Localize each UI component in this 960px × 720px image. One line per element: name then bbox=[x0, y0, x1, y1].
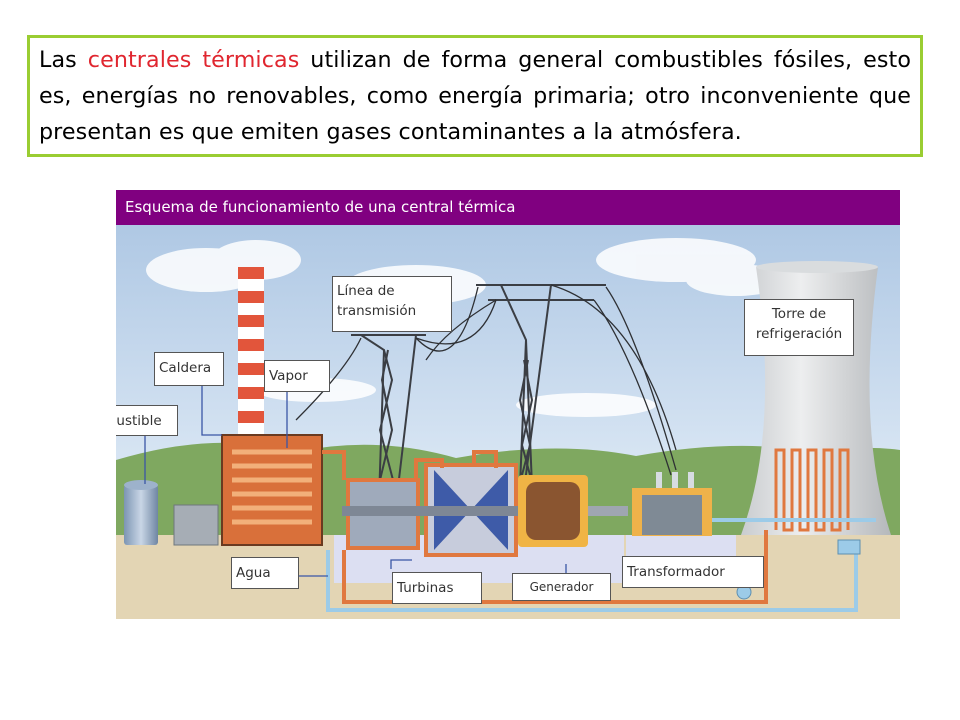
label-vapor: Vapor bbox=[264, 360, 330, 392]
cooling-coil bbox=[774, 448, 850, 532]
intro-paragraph: Las centrales térmicas utilizan de forma… bbox=[39, 42, 911, 150]
chimney bbox=[238, 267, 264, 437]
power-plant-diagram: Esquema de funcionamiento de una central… bbox=[116, 190, 900, 619]
label-caldera: Caldera bbox=[154, 352, 224, 386]
label-linea-transmision: Línea de transmisión bbox=[332, 276, 452, 332]
label-combustible: Combustible bbox=[116, 405, 178, 436]
fuel-feeder bbox=[173, 504, 219, 546]
intro-box: Las centrales térmicas utilizan de forma… bbox=[27, 35, 923, 157]
intro-text-start: Las bbox=[39, 47, 88, 73]
leader-lines bbox=[144, 385, 567, 577]
intro-text-rest: utilizan de forma general combustibles f… bbox=[39, 47, 911, 145]
turbines bbox=[342, 463, 532, 557]
diagram-title: Esquema de funcionamiento de una central… bbox=[116, 190, 900, 225]
label-agua: Agua bbox=[231, 557, 299, 589]
label-torre-refrigeracion: Torre de refrigeración bbox=[744, 299, 854, 356]
pipes bbox=[322, 450, 876, 612]
label-generador: Generador bbox=[512, 573, 611, 601]
power-plant-illustration bbox=[116, 225, 900, 619]
generator bbox=[518, 475, 628, 547]
label-transformador: Transformador bbox=[622, 556, 764, 588]
transformer bbox=[632, 472, 712, 536]
fuel-silo bbox=[124, 485, 158, 545]
boiler bbox=[221, 434, 323, 546]
label-turbinas: Turbinas bbox=[392, 572, 482, 604]
intro-highlight: centrales térmicas bbox=[87, 47, 300, 73]
